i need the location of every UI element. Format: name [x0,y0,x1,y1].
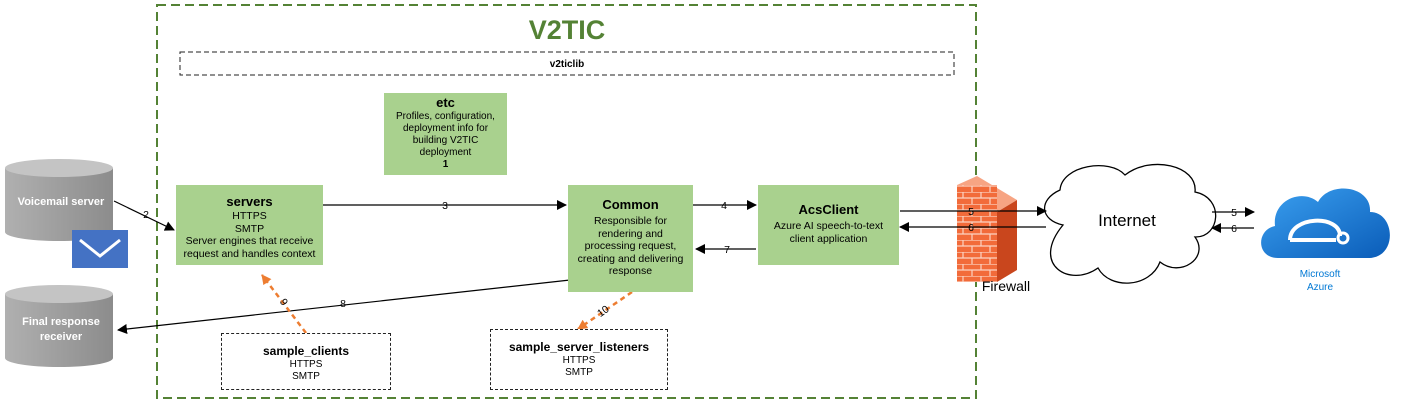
azure-label-2: Azure [1307,282,1334,293]
acsclient-box: AcsClient Azure AI speech-to-text client… [758,185,899,265]
sample-server-listeners-box: sample_server_listeners HTTPS SMTP [490,329,668,390]
label-8: 8 [340,298,346,310]
common-description: Responsible for rendering and processing… [577,215,684,277]
etc-box: etc Profiles, configuration, deployment … [384,93,507,175]
etc-step-number: 1 [442,159,449,170]
sample-clients-box: sample_clients HTTPS SMTP [221,333,391,390]
internet-label: Internet [1098,211,1156,230]
final-response-receiver: Final response receiver [5,285,113,367]
servers-protocol-smtp: SMTP [234,222,265,235]
final-response-label-2: receiver [40,331,83,343]
v2tic-title: V2TIC [529,15,606,45]
azure-label-1: Microsoft [1300,269,1341,280]
label-10: 10 [595,303,612,320]
v2ticlib-bar [179,51,955,76]
sample-listeners-title: sample_server_listeners [508,340,650,354]
servers-description: Server engines that receive request and … [183,235,316,260]
label-6-fw: 6 [968,222,974,234]
label-5-fw: 5 [968,206,974,218]
common-box: Common Responsible for rendering and pro… [568,185,693,292]
sample-clients-title: sample_clients [262,344,350,358]
etc-title: etc [436,95,455,110]
azure-icon: Microsoft Azure [1261,188,1390,293]
mail-icon [72,230,128,268]
final-response-label-1: Final response [22,316,100,328]
arrow-10 [577,290,633,331]
label-6-azure: 6 [1231,223,1237,235]
label-2: 2 [143,209,149,221]
servers-title: servers [226,194,273,209]
servers-box: servers HTTPS SMTP Server engines that r… [176,185,323,265]
acsclient-title: AcsClient [798,202,859,217]
v2ticlib-label: v2ticlib [550,59,584,70]
connectors [113,200,1255,334]
arrow-9 [261,274,307,334]
label-9: 9 [277,296,290,308]
firewall-icon: Firewall [957,176,1030,294]
acsclient-description: Azure AI speech-to-text client applicati… [773,220,884,245]
voicemail-server-label: Voicemail server [18,196,105,208]
sample-listeners-https: HTTPS [562,355,596,366]
firewall-label: Firewall [982,278,1030,294]
dashed-connectors [261,274,633,334]
voicemail-server: Voicemail server [5,159,113,241]
label-3: 3 [442,200,448,212]
common-title: Common [602,197,659,212]
etc-description: Profiles, configuration, deployment info… [396,111,495,158]
servers-protocol-https: HTTPS [232,210,267,222]
sample-listeners-smtp: SMTP [565,367,593,378]
internet-cloud: Internet [1043,163,1217,284]
arrow-8 [117,279,571,334]
arrow-2 [113,200,175,231]
sample-clients-smtp: SMTP [292,371,320,382]
label-4: 4 [721,200,727,212]
sample-clients-https: HTTPS [289,359,323,370]
label-7: 7 [724,244,730,256]
label-5-azure: 5 [1231,207,1237,219]
